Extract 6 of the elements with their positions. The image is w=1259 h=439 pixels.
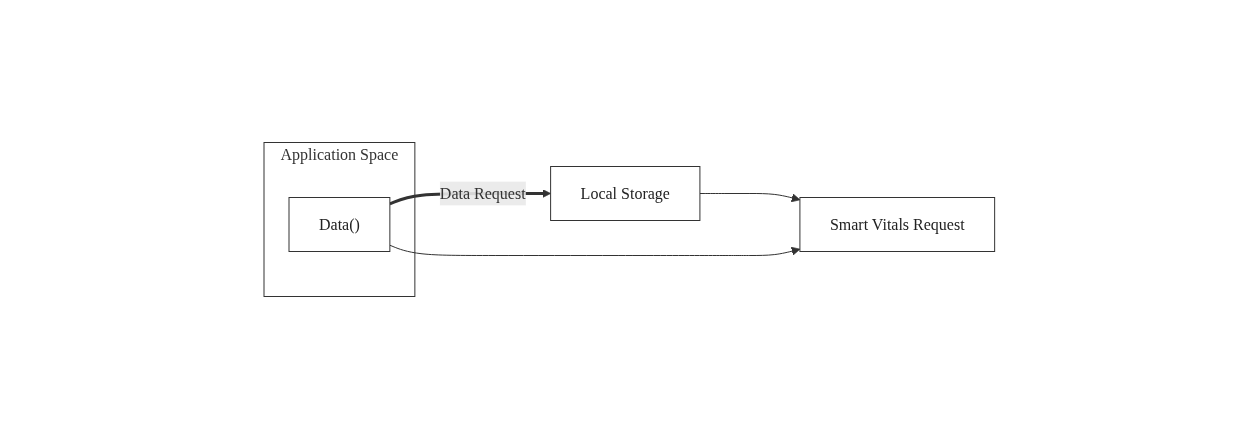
edge-label: Data Request bbox=[440, 184, 526, 202]
node-box: Local Storage bbox=[550, 166, 701, 221]
node-box: Data() bbox=[288, 197, 391, 252]
arrow bbox=[699, 193, 801, 203]
node-box: Smart Vitals Request bbox=[799, 197, 996, 252]
arrow bbox=[389, 244, 801, 256]
